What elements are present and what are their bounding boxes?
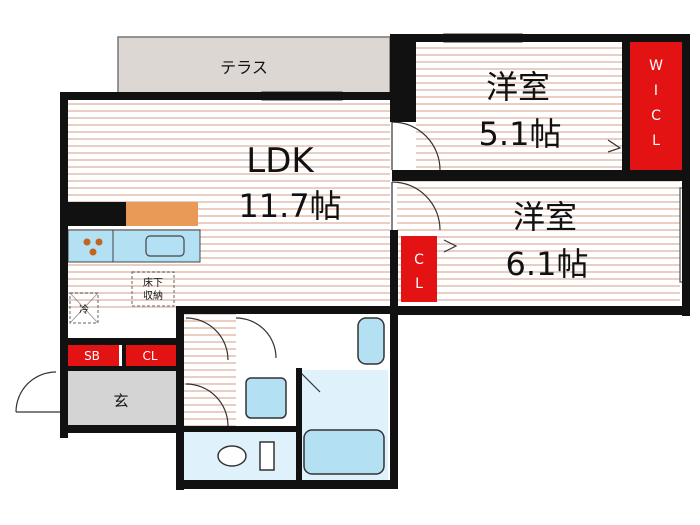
room2-closet-label: C L — [414, 252, 424, 292]
ldk-size: 11.7帖 — [238, 187, 341, 225]
genkan-floor — [66, 370, 176, 425]
kitchen-counter — [126, 202, 198, 226]
washer-icon — [245, 377, 287, 419]
room2-size: 6.1帖 — [506, 245, 589, 283]
shoe-box — [66, 345, 119, 366]
entry-closet — [124, 345, 176, 366]
underfloor-label-line1: 床下 — [143, 276, 163, 289]
svg-text:C: C — [651, 108, 661, 124]
room2-floor — [397, 181, 680, 303]
washbasin-icon — [357, 317, 385, 365]
toilet-icon — [217, 445, 247, 467]
room1-size: 5.1帖 — [479, 115, 562, 153]
fridge-space — [69, 292, 99, 324]
walls — [60, 34, 690, 490]
svg-text:C: C — [414, 252, 424, 268]
room2-closet — [401, 236, 437, 302]
bathtub-icon — [303, 429, 385, 475]
ldk-name: LDK — [246, 141, 315, 181]
room1-floor — [416, 44, 630, 170]
stove-icon — [83, 238, 103, 256]
room2-name: 洋室 — [513, 198, 577, 236]
terrace-area — [117, 36, 391, 95]
svg-text:W: W — [649, 58, 663, 74]
fridge-label: 冷 — [79, 303, 89, 316]
entrance-label: 玄 — [113, 392, 128, 410]
wic-label: W I C L — [649, 58, 663, 149]
sink-icon — [145, 235, 185, 257]
kitchen-counter-back — [66, 202, 126, 226]
door-swings — [15, 121, 622, 427]
svg-text:L: L — [652, 133, 660, 149]
room1-name: 洋室 — [486, 68, 550, 106]
walk-in-closet — [630, 40, 682, 170]
svg-text:I: I — [654, 83, 658, 99]
entry-closet-label: CL — [142, 349, 157, 363]
shoe-box-label: SB — [84, 349, 100, 363]
terrace-label: テラス — [220, 58, 268, 77]
hall-floor — [184, 313, 236, 426]
underfloor-storage — [131, 271, 175, 307]
underfloor-label-line2: 収納 — [143, 289, 163, 302]
svg-text:L: L — [415, 276, 423, 292]
